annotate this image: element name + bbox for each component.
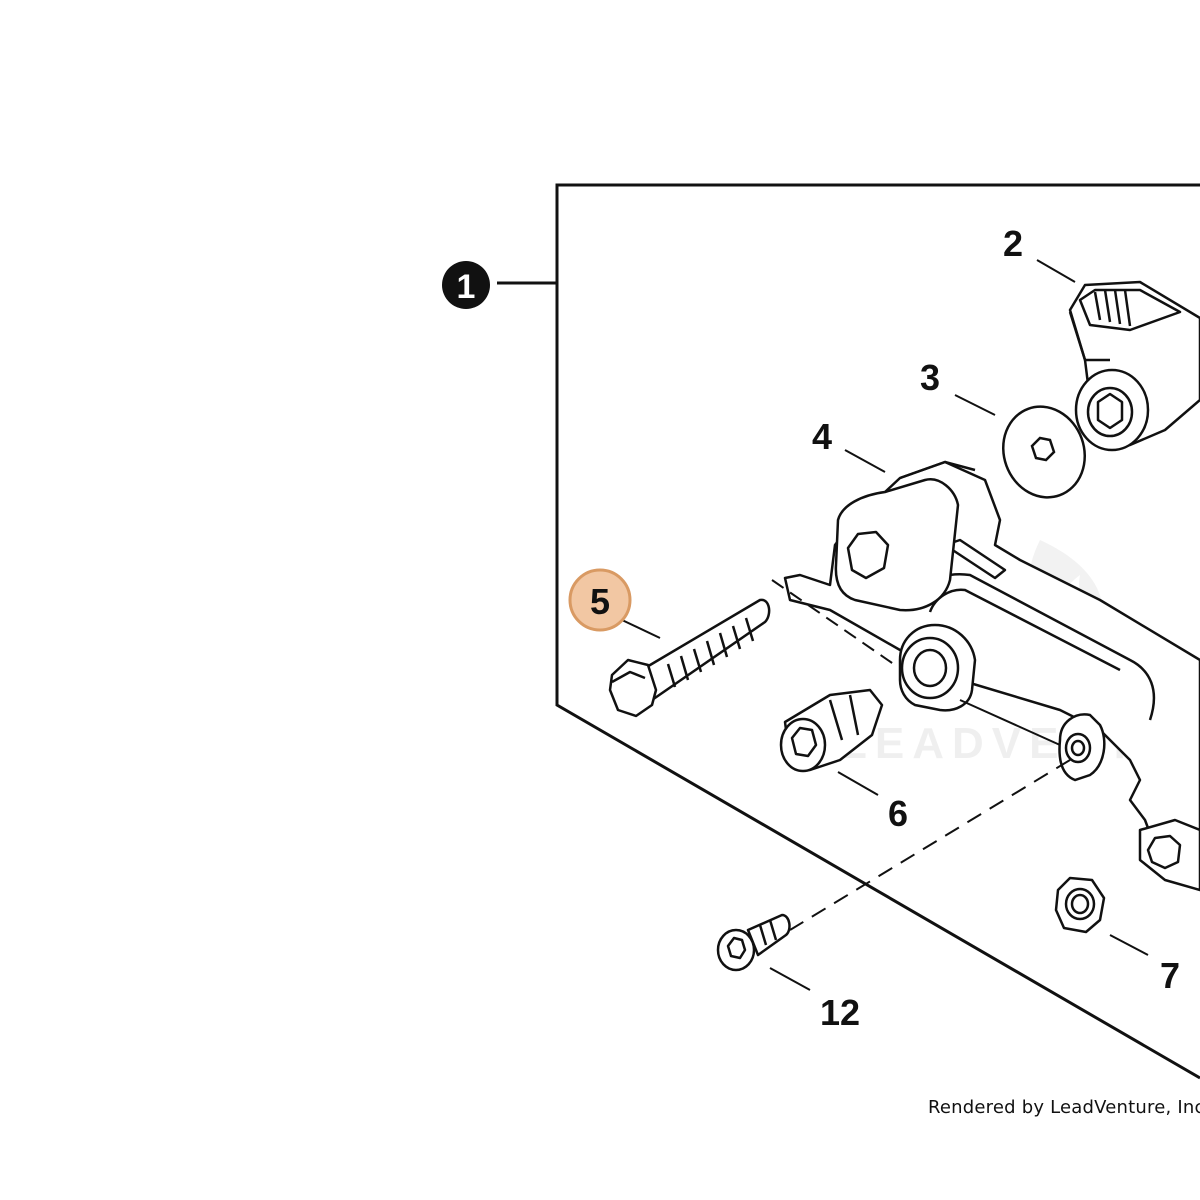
assembly-callout-1[interactable]: 1 [442,261,490,309]
part-5-hex-bolt[interactable] [608,598,771,718]
callout-3[interactable]: 3 [920,357,940,398]
spacer-boss [898,623,977,712]
callout-2[interactable]: 2 [1003,223,1023,264]
callout-4[interactable]: 4 [812,416,832,457]
callout-6[interactable]: 6 [888,793,908,834]
part-6-nut[interactable] [779,688,884,773]
callout-7[interactable]: 7 [1160,955,1180,996]
part-7-hex-nut[interactable] [1054,876,1106,934]
assembly-lines [771,579,1071,931]
callout-5-highlight[interactable]: 5 [568,568,632,632]
part-3-washer[interactable] [991,395,1098,509]
callout-12[interactable]: 12 [820,992,860,1033]
render-credit: Rendered by LeadVenture, Inc. [928,1097,1200,1118]
assembly-box [555,183,1200,1080]
part-2-footpeg[interactable] [1068,280,1200,452]
part-4-bracket[interactable] [783,460,1200,892]
leader-lines [621,259,1149,991]
part-12-cap-screw[interactable] [716,913,791,972]
callout-5[interactable]: 5 [590,581,610,622]
svg-text:1: 1 [457,268,476,306]
lower-boss [1058,713,1106,782]
